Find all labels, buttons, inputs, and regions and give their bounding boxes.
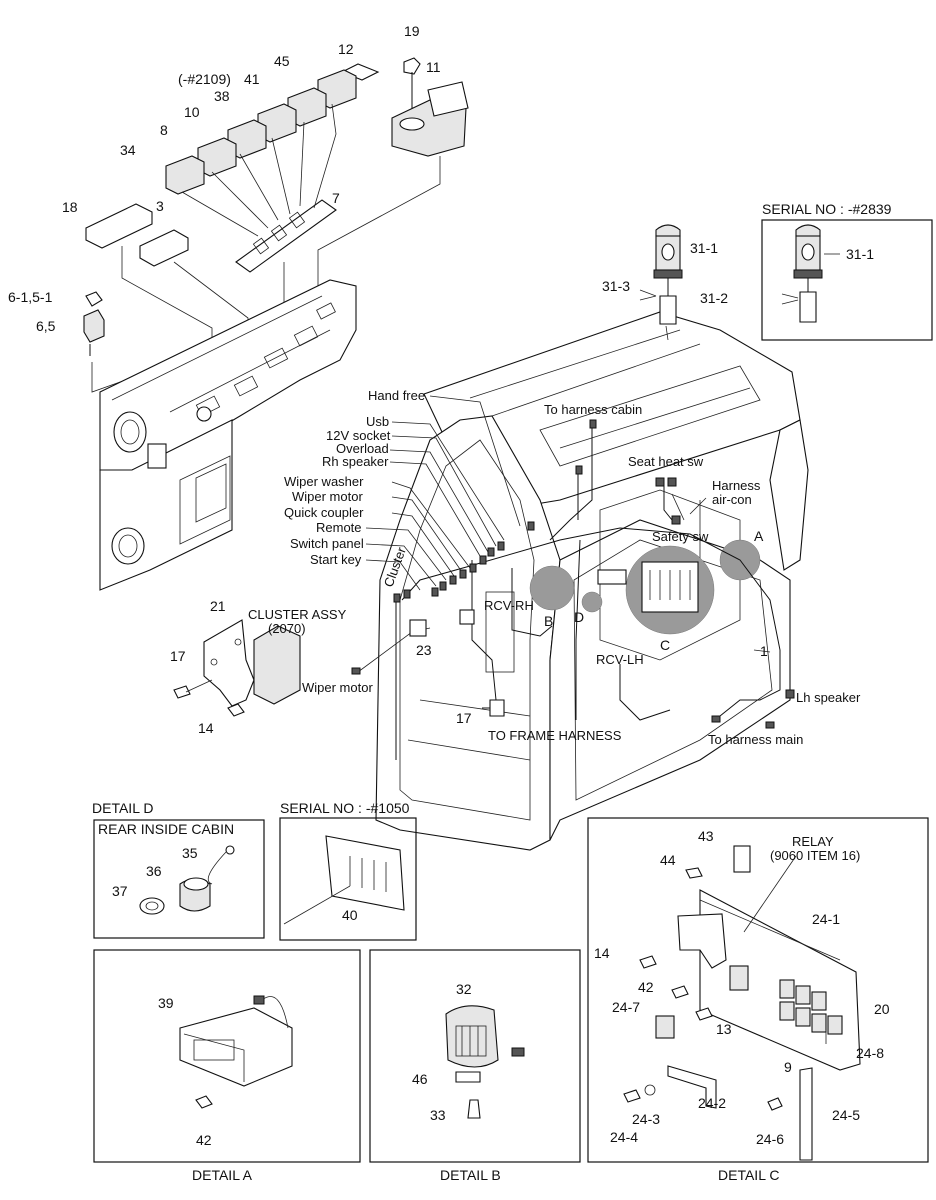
cluster-assembly — [173, 619, 301, 717]
part-number: 38 — [214, 88, 230, 104]
part-number: 39 — [158, 995, 174, 1011]
part-number: 45 — [274, 53, 290, 69]
harness-label: TO FRAME HARNESS — [488, 728, 622, 743]
part-number: 13 — [716, 1021, 732, 1037]
part-number: 31-3 — [602, 278, 630, 294]
harness-label: Quick coupler — [284, 505, 364, 520]
detail-letter: C — [660, 637, 670, 653]
part-number: 21 — [210, 598, 226, 614]
harness-label: 12V socket — [326, 428, 391, 443]
serial-1050-box — [279, 817, 417, 941]
harness-label: Safety sw — [652, 529, 709, 544]
harness-label: Wiper motor — [292, 489, 363, 504]
part-number: 24-2 — [698, 1095, 726, 1111]
harness-label: To harness cabin — [544, 402, 642, 417]
part-number: 24-4 — [610, 1129, 638, 1145]
detail-d-box — [93, 819, 265, 939]
part-number: 3 — [156, 198, 164, 214]
detail-b-box — [369, 949, 581, 1163]
detail-title: DETAIL D — [92, 800, 153, 816]
harness-label: Wiper motor — [302, 680, 373, 695]
part-number: 12 — [338, 41, 354, 57]
harness-label: air-con — [712, 492, 752, 507]
serial-2839-box — [761, 219, 933, 341]
detail-title: DETAIL B — [440, 1167, 501, 1183]
harness-label: Lh speaker — [796, 690, 861, 705]
harness-wiring — [351, 395, 795, 760]
part-number: 33 — [430, 1107, 446, 1123]
part-number: 24-7 — [612, 999, 640, 1015]
part-number: 24-1 — [812, 911, 840, 927]
part-number: 24-3 — [632, 1111, 660, 1127]
part-number: 19 — [404, 23, 420, 39]
harness-label: Switch panel — [290, 536, 364, 551]
part-number: 18 — [62, 199, 78, 215]
side-console — [99, 279, 357, 591]
harness-label: Seat heat sw — [628, 454, 704, 469]
part-number: 23 — [416, 642, 432, 658]
harness-label: Start key — [310, 552, 362, 567]
detail-c-box — [587, 817, 929, 1163]
part-number: 24-5 — [832, 1107, 860, 1123]
part-number: 41 — [244, 71, 260, 87]
part-number: 40 — [342, 907, 358, 923]
cluster-caption: (2070) — [268, 621, 306, 636]
harness-label: Overload — [336, 441, 389, 456]
harness-label: Hand free — [368, 388, 425, 403]
part-number: 1 — [760, 643, 768, 659]
part-number: 42 — [638, 979, 654, 995]
part-number: 9 — [784, 1059, 792, 1075]
part-number: 24-6 — [756, 1131, 784, 1147]
part-number: 31-2 — [700, 290, 728, 306]
part-number: 35 — [182, 845, 198, 861]
part-number: 14 — [198, 720, 214, 736]
part-number: 24-8 — [856, 1045, 884, 1061]
harness-label: Remote — [316, 520, 362, 535]
part-number: 42 — [196, 1132, 212, 1148]
part-number: 14 — [594, 945, 610, 961]
part-number: 6,5 — [36, 318, 56, 334]
harness-label: Wiper washer — [284, 474, 364, 489]
part-number: 17 — [456, 710, 472, 726]
detail-letter: A — [754, 528, 764, 544]
serial-caption: SERIAL NO : -#1050 — [280, 800, 410, 816]
detail-letter: B — [544, 613, 553, 629]
harness-label: To harness main — [708, 732, 803, 747]
part-number: 32 — [456, 981, 472, 997]
cabin-frame — [375, 311, 809, 851]
harness-label: Usb — [366, 414, 389, 429]
part-number: 7 — [332, 190, 340, 206]
relay-caption: (9060 ITEM 16) — [770, 848, 860, 863]
part-number: 34 — [120, 142, 136, 158]
part-number: 31-1 — [846, 246, 874, 262]
part-number: 44 — [660, 852, 676, 868]
part-number: 17 — [170, 648, 186, 664]
part-number: 31-1 — [690, 240, 718, 256]
part-number: 10 — [184, 104, 200, 120]
switch-assembly — [83, 57, 469, 400]
detail-a-box — [93, 949, 361, 1163]
part-number: 11 — [426, 59, 441, 75]
detail-title: DETAIL A — [192, 1167, 253, 1183]
harness-label: RCV-RH — [484, 598, 534, 613]
cluster-caption: CLUSTER ASSY — [248, 607, 347, 622]
part-number: 37 — [112, 883, 128, 899]
relay-caption: RELAY — [792, 834, 834, 849]
part-number: 43 — [698, 828, 714, 844]
harness-label: Harness — [712, 478, 761, 493]
part-number: 8 — [160, 122, 168, 138]
part-number: (-#2109) — [178, 71, 231, 87]
beacon-lamp — [639, 224, 683, 341]
part-number: 6-1,5-1 — [8, 289, 53, 305]
part-number: 36 — [146, 863, 162, 879]
detail-letter: D — [574, 609, 584, 625]
detail-subtitle: REAR INSIDE CABIN — [98, 821, 234, 837]
part-number: 46 — [412, 1071, 428, 1087]
harness-label: Rh speaker — [322, 454, 389, 469]
harness-label: RCV-LH — [596, 652, 644, 667]
serial-caption: SERIAL NO : -#2839 — [762, 201, 892, 217]
detail-title: DETAIL C — [718, 1167, 779, 1183]
part-number: 20 — [874, 1001, 890, 1017]
